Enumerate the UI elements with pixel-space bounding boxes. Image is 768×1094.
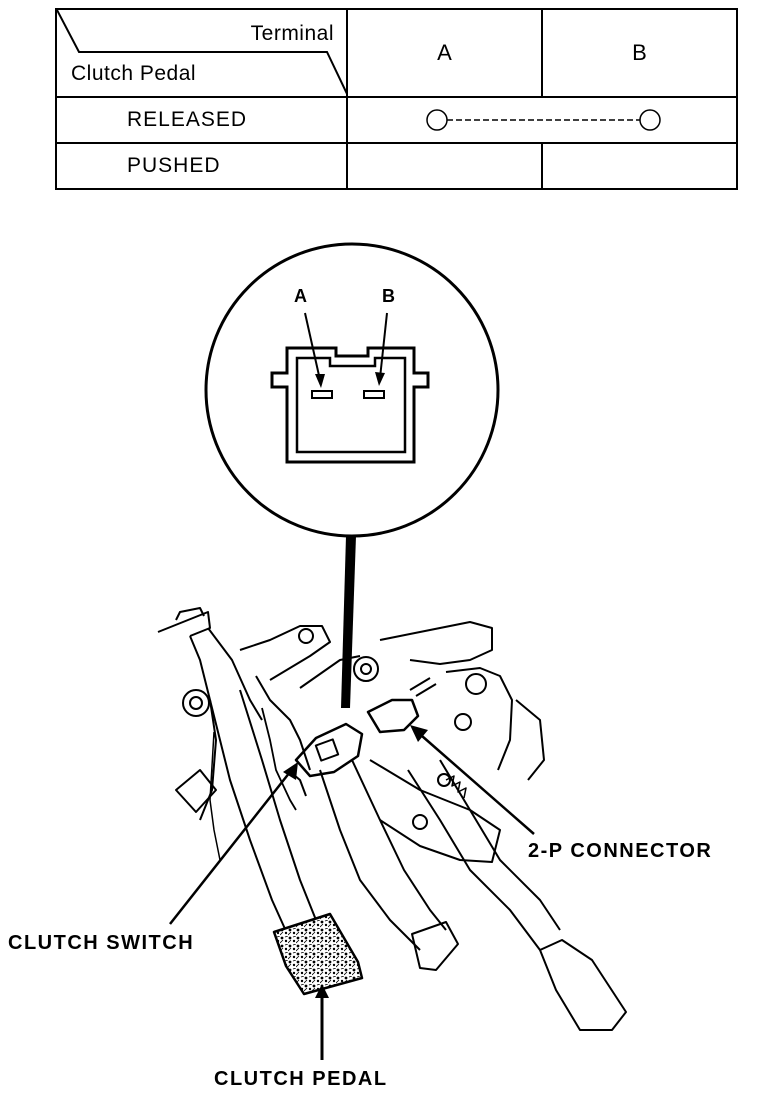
connector-inner bbox=[295, 356, 407, 454]
clutch-switch-body bbox=[294, 722, 364, 778]
magnifier-stem bbox=[341, 536, 356, 708]
continuity-table: Terminal Clutch Pedal A B RELEASED PUSHE… bbox=[55, 8, 738, 191]
row-label-released: RELEASED bbox=[55, 96, 348, 144]
table-row: RELEASED bbox=[55, 96, 738, 144]
corner-label-clutch-pedal: Clutch Pedal bbox=[71, 62, 197, 85]
callout-leaders bbox=[169, 725, 535, 1060]
magnifier-terminal-b-label: B bbox=[382, 286, 395, 306]
pedal-assembly bbox=[157, 607, 627, 1031]
column-header-b: B bbox=[541, 8, 738, 98]
corner-label-terminal: Terminal bbox=[250, 22, 334, 45]
clutch-pedal-pad bbox=[272, 912, 364, 996]
label-clutch-switch: CLUTCH SWITCH bbox=[8, 932, 195, 954]
terminal-a-pin bbox=[311, 390, 333, 399]
terminal-b-pin bbox=[363, 390, 385, 399]
terminal-a-node bbox=[426, 109, 448, 131]
table-corner-cell: Terminal Clutch Pedal bbox=[55, 8, 348, 98]
corner-diagonal bbox=[57, 10, 348, 96]
connector-magnifier bbox=[204, 242, 500, 708]
continuity-cell-released bbox=[346, 96, 738, 144]
connector-housing bbox=[270, 346, 430, 464]
continuity-grid: Terminal Clutch Pedal A B RELEASED PUSHE… bbox=[55, 8, 738, 190]
terminal-b-node bbox=[639, 109, 661, 131]
column-header-a: A bbox=[346, 8, 543, 98]
two-pin-connector bbox=[366, 698, 420, 734]
continuity-cell-pushed-b bbox=[541, 142, 738, 190]
label-clutch-pedal: CLUTCH PEDAL bbox=[214, 1068, 388, 1090]
table-header-row: Terminal Clutch Pedal A B bbox=[55, 8, 738, 98]
label-2p-connector: 2-P CONNECTOR bbox=[528, 840, 713, 862]
continuity-cell-pushed-a bbox=[346, 142, 543, 190]
magnifier-terminal-a-label: A bbox=[294, 286, 307, 306]
table-row: PUSHED bbox=[55, 142, 738, 190]
continuity-line bbox=[426, 109, 661, 131]
row-label-pushed: PUSHED bbox=[55, 142, 348, 190]
